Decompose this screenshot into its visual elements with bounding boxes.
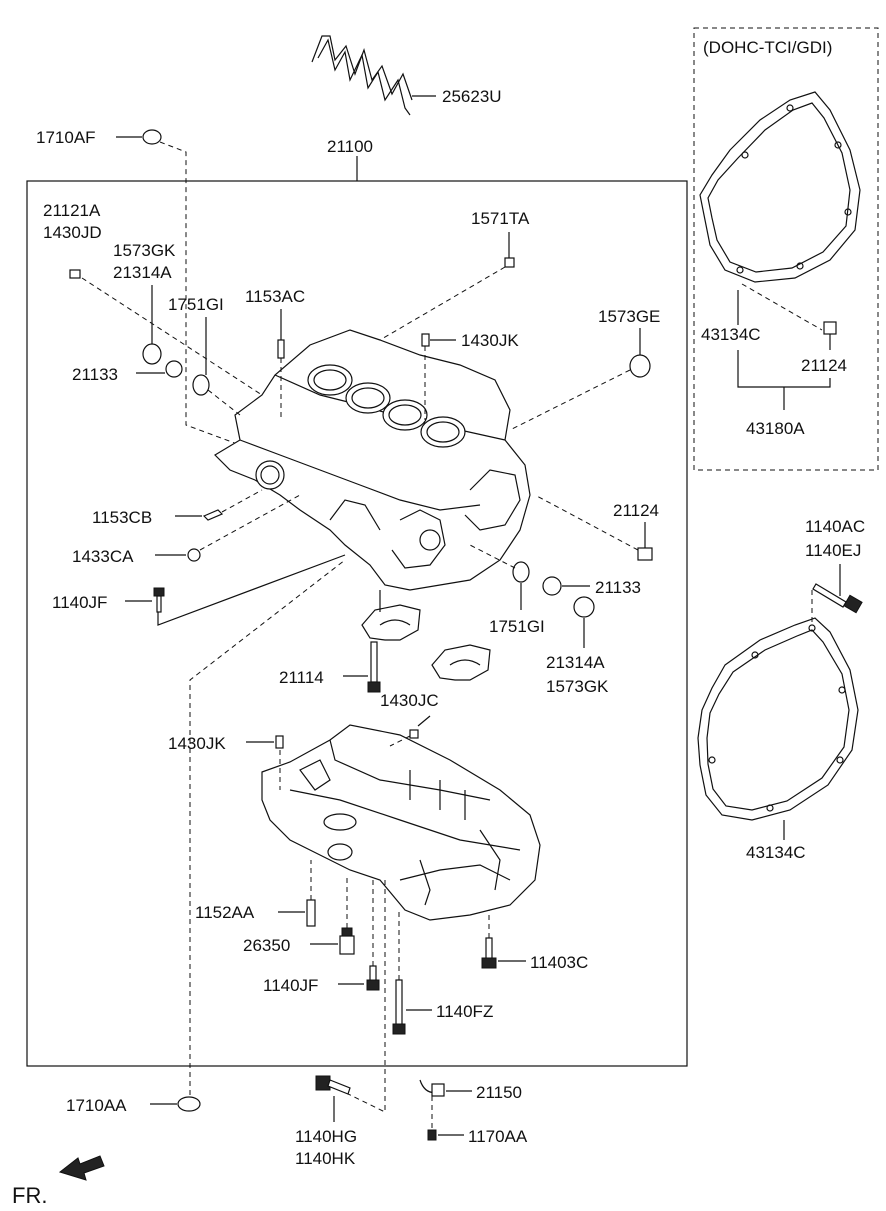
label-1430JK: 1430JK xyxy=(461,331,519,350)
label-1140AC: 1140AC xyxy=(805,517,865,536)
label-1430JC: 1430JC xyxy=(380,691,439,710)
cap-plug-icon xyxy=(629,354,651,378)
plug-right-icon xyxy=(573,596,595,618)
long-bolt-icon xyxy=(392,979,406,1035)
front-label: FR. xyxy=(12,1183,47,1208)
label-21124-variant: 21124 xyxy=(801,356,847,375)
label-21121A: 21121A xyxy=(43,201,101,220)
dowel-gasket-icon xyxy=(823,321,837,335)
label-1153AC: 1153AC xyxy=(245,287,305,306)
label-21100: 21100 xyxy=(327,137,373,156)
cap-bolt-icon xyxy=(367,641,381,693)
dowel-pin-icon xyxy=(69,269,81,279)
label-21150: 21150 xyxy=(476,1083,522,1102)
label-43134C: 43134C xyxy=(701,325,761,344)
label-1751GI: 1751GI xyxy=(168,295,224,314)
gasket-icon xyxy=(699,91,861,283)
label-21314A: 21314A xyxy=(113,263,172,282)
label-1140FZ: 1140FZ xyxy=(436,1002,493,1021)
seal-right-icon xyxy=(542,576,562,596)
label-1571TA: 1571TA xyxy=(471,209,530,228)
seal-ring-icon xyxy=(192,374,210,396)
cylinder-block-icon xyxy=(214,329,531,591)
bearing-cap-2-icon xyxy=(431,644,491,681)
label-1710AF: 1710AF xyxy=(36,128,96,147)
label-25623U: 25623U xyxy=(442,87,502,106)
flange-bolt-icon xyxy=(315,1075,351,1095)
label-11403C: 11403C xyxy=(530,953,588,972)
label-1153CB: 1153CB xyxy=(92,508,152,527)
label-21133-right: 21133 xyxy=(595,578,641,597)
harness-bracket-icon xyxy=(311,35,413,116)
stud-pan-icon xyxy=(306,899,316,927)
label-21133: 21133 xyxy=(72,365,118,384)
label-1573GK: 1573GK xyxy=(113,241,176,260)
bolt-icon xyxy=(153,587,165,613)
label-21114: 21114 xyxy=(279,668,324,687)
label-1710AA: 1710AA xyxy=(66,1096,127,1115)
variant-box xyxy=(693,27,879,471)
oring-right-icon xyxy=(512,561,530,583)
label-1152AA: 1152AA xyxy=(195,903,255,922)
dowel-lower-icon xyxy=(275,735,284,749)
label-1140HG: 1140HG xyxy=(295,1127,357,1146)
plug-icon xyxy=(142,343,162,365)
label-21124: 21124 xyxy=(613,501,659,520)
label-43134C-lower: 43134C xyxy=(746,843,806,862)
oil-pressure-switch-icon xyxy=(339,927,355,955)
label-1430JD: 1430JD xyxy=(43,223,102,242)
sensor-icon xyxy=(419,1079,445,1097)
oring-bottom-icon xyxy=(177,1096,201,1112)
label-1140JF: 1140JF xyxy=(52,593,107,612)
plug-small-icon xyxy=(504,257,515,268)
label-1433CA: 1433CA xyxy=(72,547,134,566)
label-43180A: 43180A xyxy=(746,419,805,438)
dowel-pan-icon xyxy=(409,729,419,739)
label-1573GK-right: 1573GK xyxy=(546,677,609,696)
oil-pan-icon xyxy=(261,724,541,921)
label-1140HK: 1140HK xyxy=(295,1149,356,1168)
label-1573GE: 1573GE xyxy=(598,307,660,326)
pan-bolt-icon xyxy=(481,937,497,969)
label-1140JF-lower: 1140JF xyxy=(263,976,318,995)
dowel-sleeve-icon xyxy=(637,547,653,561)
gasket-bolt-icon xyxy=(812,583,863,614)
main-frame xyxy=(26,180,688,1067)
plug-screw-icon xyxy=(202,509,224,521)
stud-icon xyxy=(277,339,285,359)
seal-icon xyxy=(165,360,183,378)
ball-plug-icon xyxy=(187,548,201,562)
label-1170AA: 1170AA xyxy=(468,1127,528,1146)
label-1140EJ: 1140EJ xyxy=(805,541,861,560)
screw-icon xyxy=(427,1129,437,1141)
bolt-lower-icon xyxy=(366,965,380,991)
bearing-cap-icon xyxy=(361,604,421,641)
label-1430JK-lower: 1430JK xyxy=(168,734,226,753)
label-1751GI-right: 1751GI xyxy=(489,617,545,636)
gasket-lower-icon xyxy=(697,617,859,821)
label-26350: 26350 xyxy=(243,936,290,955)
front-arrow-icon xyxy=(58,1155,105,1181)
variant-title: (DOHC-TCI/GDI) xyxy=(703,38,832,57)
dowel-icon xyxy=(421,333,430,347)
oring-top-icon xyxy=(142,129,162,145)
label-21314A-right: 21314A xyxy=(546,653,605,672)
